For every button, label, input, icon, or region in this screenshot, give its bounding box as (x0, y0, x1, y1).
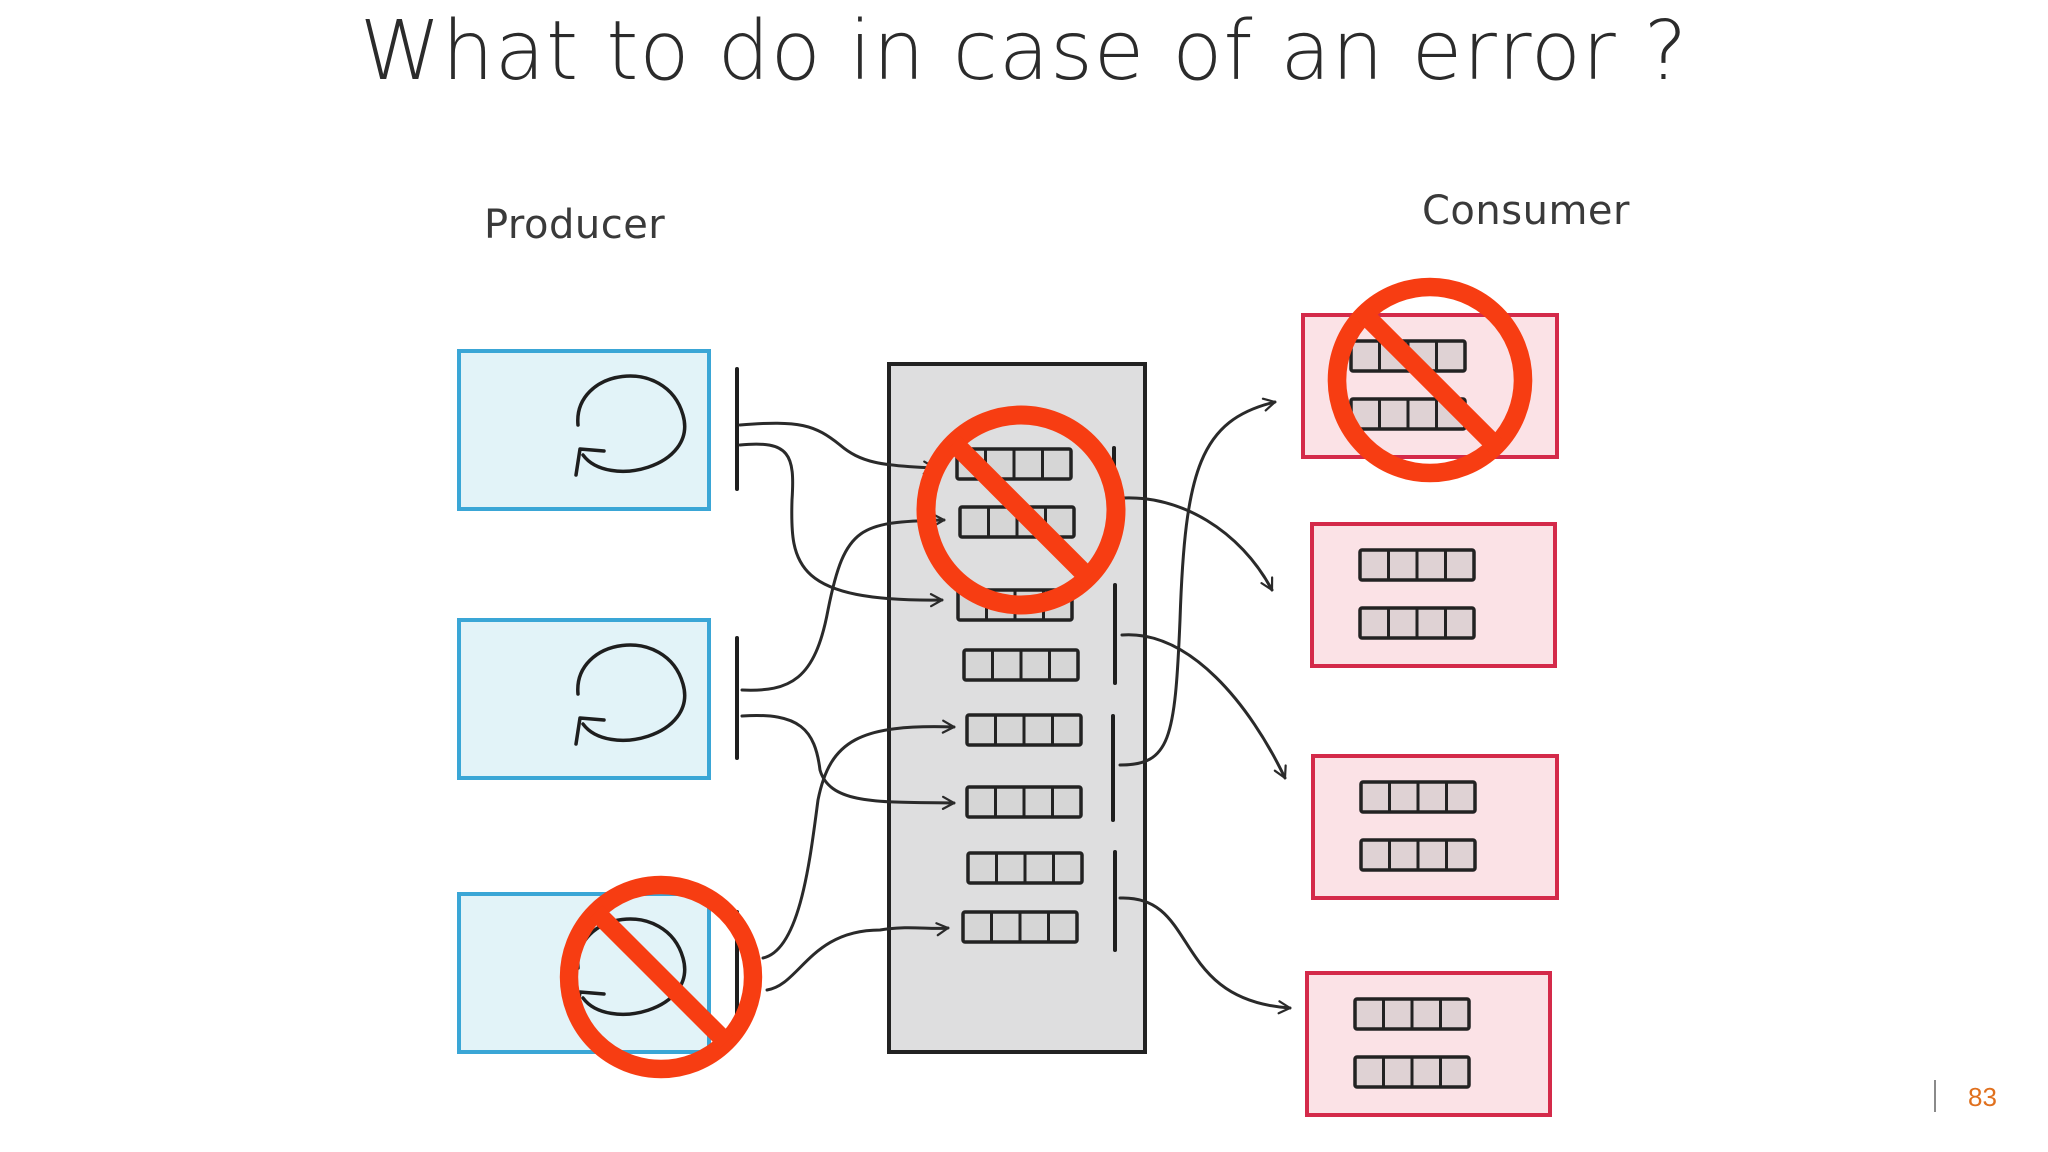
page-number-divider (1934, 1080, 1936, 1112)
producer-box-frame (457, 618, 711, 780)
prohibited-slash (1357, 307, 1503, 453)
prohibited-icon (1327, 277, 1533, 483)
refresh-icon (576, 374, 687, 473)
partition-record-block (961, 910, 1079, 944)
flow-arrow (740, 513, 946, 692)
prohibited-ring (916, 405, 1126, 615)
prohibited-slash (589, 905, 733, 1049)
consumer-record-block (1353, 997, 1471, 1031)
prohibited-slash (947, 436, 1095, 584)
consumer-record-block (1358, 548, 1476, 582)
flow-arrow (1120, 496, 1274, 592)
partition-record-block (965, 713, 1083, 747)
flow-arrow (761, 719, 956, 960)
consumer-box (1310, 522, 1557, 668)
consumer-box (1311, 754, 1559, 900)
page-number: 83 (1968, 1082, 1997, 1112)
refresh-icon (576, 917, 687, 1016)
refresh-arrow-tip (574, 716, 606, 746)
flow-arrow (738, 421, 937, 475)
prohibited-icon (916, 405, 1126, 615)
partition-record-block (966, 851, 1084, 885)
consumer-box-frame (1311, 754, 1559, 900)
consumer-label: Consumer (1422, 188, 1630, 234)
consumer-box (1305, 971, 1552, 1117)
flow-arrow (1118, 896, 1292, 1015)
consumer-box-frame (1305, 971, 1552, 1117)
refresh-icon (576, 643, 687, 742)
producer-box (457, 349, 739, 511)
refresh-arrow-tip (574, 447, 606, 477)
consumer-record-block (1353, 1055, 1471, 1089)
partition-record-block (965, 785, 1083, 819)
prohibited-ring (1327, 277, 1533, 483)
consumer-record-block (1359, 780, 1477, 814)
flow-arrow (1118, 397, 1277, 767)
consumer-record-block (1359, 838, 1477, 872)
partition-record-block (958, 505, 1076, 539)
prohibited-ring (559, 875, 763, 1079)
producer-label: Producer (484, 202, 666, 248)
flow-arrow (765, 922, 950, 992)
flow-arrow (740, 713, 956, 810)
producer-box (457, 618, 739, 780)
slide-title: What to do in case of an error ? (359, 4, 1689, 99)
producer-box-frame (457, 349, 711, 511)
flow-arrow (1120, 633, 1287, 780)
flow-arrow (738, 442, 944, 608)
consumer-record-block (1358, 606, 1476, 640)
partition-record-block (962, 648, 1080, 682)
consumer-box-frame (1310, 522, 1557, 668)
prohibited-icon (559, 875, 763, 1079)
